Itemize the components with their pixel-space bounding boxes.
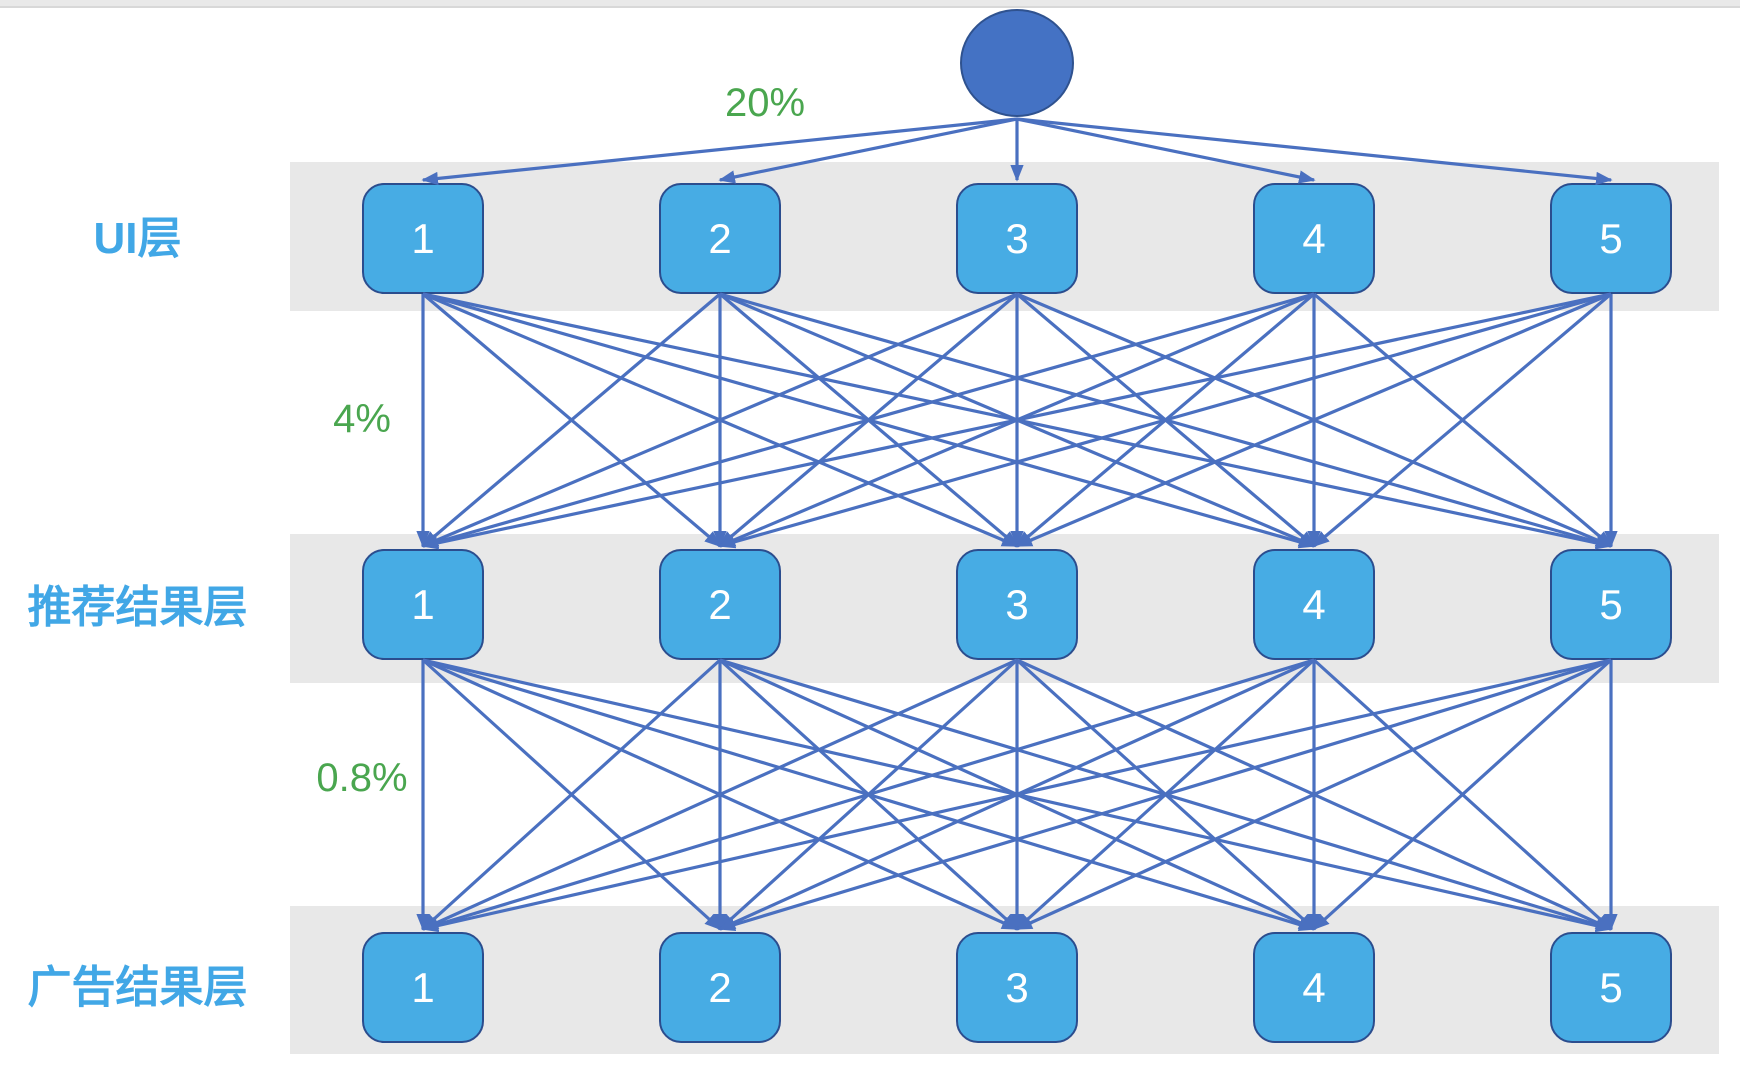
layer-2-node-1: 1	[362, 549, 484, 660]
connector-arrow	[421, 292, 722, 548]
layer-3-node-3: 3	[956, 932, 1078, 1043]
connector-arrow	[421, 117, 1018, 186]
layer-3-node-2: 2	[659, 932, 781, 1043]
rate-recommend-to-ad: 0.8%	[316, 756, 408, 800]
connector-arrow	[1312, 292, 1613, 548]
rate-ui-to-recommend: 4%	[333, 397, 391, 441]
layer-1-node-3: 3	[956, 183, 1078, 294]
connector-arrow	[421, 658, 1315, 932]
layer-2-node-4: 4	[1253, 549, 1375, 660]
ui-layer-label: UI层	[93, 214, 182, 263]
connector-arrow	[1015, 658, 1612, 931]
layer-2-node-5: 5	[1550, 549, 1672, 660]
connector-arrow	[421, 292, 1315, 549]
connector-arrow	[718, 117, 1018, 184]
connector-arrow	[421, 658, 1612, 933]
layer-1-node-4: 4	[1253, 183, 1375, 294]
layer-1-node-5: 5	[1550, 183, 1672, 294]
connector-arrow	[718, 292, 1612, 549]
layer-3-node-5: 5	[1550, 932, 1672, 1043]
connector-arrow	[421, 658, 722, 931]
connector-arrow	[1016, 117, 1613, 186]
connector-arrow	[1312, 658, 1613, 931]
connector-arrow	[421, 292, 1612, 550]
connector-arrow	[1016, 117, 1316, 184]
layer-2-node-3: 3	[956, 549, 1078, 660]
window-edge-strip	[0, 0, 1740, 8]
connector-arrow	[1015, 292, 1612, 548]
connector-arrow	[421, 658, 1018, 931]
layer-3-node-4: 4	[1253, 932, 1375, 1043]
root-circle-node	[960, 9, 1074, 117]
rate-root-to-ui: 20%	[724, 81, 806, 125]
connector-arrow	[718, 658, 1612, 932]
recommend-layer-label: 推荐结果层	[27, 583, 248, 632]
layer-2-node-2: 2	[659, 549, 781, 660]
connector-arrow	[421, 292, 1018, 548]
ad-layer-label: 广告结果层	[27, 963, 248, 1012]
layer-1-node-2: 2	[659, 183, 781, 294]
layer-3-node-1: 1	[362, 932, 484, 1043]
